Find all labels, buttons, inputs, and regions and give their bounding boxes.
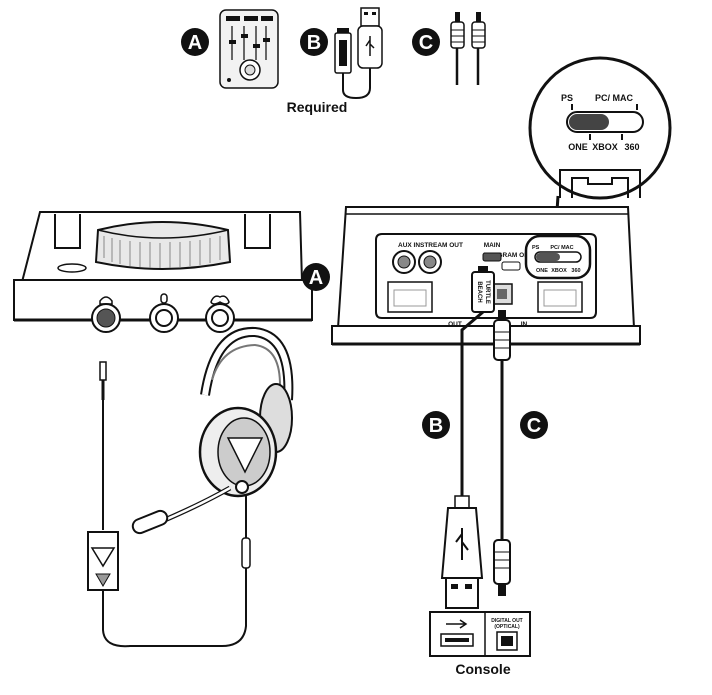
port-label-out: OUT <box>448 321 462 328</box>
badge-a-amp: A <box>302 263 330 291</box>
optical-cable-c <box>493 310 511 596</box>
svg-text:C: C <box>419 32 433 54</box>
program-usb-port-icon <box>501 261 521 271</box>
usb-cable-b: TURTLE BEACH <box>440 266 495 609</box>
badge-b-cable: B <box>422 411 450 439</box>
amplifier-controller-icon <box>219 9 279 89</box>
switch-label-one: ONE <box>536 268 548 274</box>
port-label-program-only: PROGRAM ONLY <box>483 252 537 259</box>
badge-c-cable: C <box>520 411 548 439</box>
headphone-jack-icon <box>91 296 121 333</box>
badge-a-required: A <box>181 28 209 56</box>
optical-port-icon <box>491 283 513 305</box>
out-port-icon <box>387 281 433 313</box>
stream-out-jack-icon <box>418 250 442 274</box>
optical-cable-icon <box>450 12 486 85</box>
gamepad-jack-icon <box>205 295 235 333</box>
platform-switch[interactable]: PS PC/ MAC ONE XBOX 360 <box>524 234 592 280</box>
svg-text:B: B <box>307 32 321 54</box>
usb-micro-cable-icon <box>334 7 383 100</box>
microphone-jack-icon <box>149 293 179 333</box>
console-digital-out-label: DIGITAL OUT <box>491 618 522 624</box>
zoom-label-xbox: XBOX <box>592 142 618 152</box>
svg-text:A: A <box>309 267 323 289</box>
zoom-label-one: ONE <box>568 142 588 152</box>
headset-cable <box>87 361 251 648</box>
badge-b-required: B <box>300 28 328 56</box>
port-label-aux-in: AUX IN <box>398 242 420 249</box>
headset-icon <box>131 326 294 535</box>
console-usb-port-icon <box>440 619 474 647</box>
port-label-stream-out: STREAM OUT <box>420 242 463 249</box>
console-optical-port-icon <box>496 631 518 651</box>
zoom-label-pc-mac: PC/ MAC <box>595 93 634 103</box>
port-label-main: MAIN <box>484 242 501 249</box>
main-usb-port-icon <box>482 252 502 262</box>
brand-line-2: BEACH <box>476 281 482 302</box>
console-optical-label: (OPTICAL) <box>494 624 520 630</box>
svg-text:A: A <box>188 32 202 54</box>
badge-c-required: C <box>412 28 440 56</box>
console-panel: DIGITAL OUT (OPTICAL) <box>429 611 531 657</box>
switch-label-xbox: XBOX <box>551 268 567 274</box>
switch-zoom-callout: PS PC/ MAC ONE XBOX 360 <box>528 56 672 200</box>
console-label: Console <box>455 661 510 677</box>
amp-front-view <box>13 211 313 333</box>
brand-line-1: TURTLE <box>484 280 490 304</box>
aux-in-jack-icon <box>392 250 416 274</box>
switch-label-360: 360 <box>571 268 580 274</box>
svg-text:B: B <box>429 415 443 437</box>
required-label: Required <box>287 99 348 115</box>
volume-knob-icon <box>94 221 232 270</box>
switch-label-pc-mac: PC/ MAC <box>550 245 573 251</box>
in-port-icon <box>537 281 583 313</box>
zoom-label-ps: PS <box>561 93 573 103</box>
switch-label-ps: PS <box>532 245 540 251</box>
required-section: A B <box>181 7 486 115</box>
port-label-in: IN <box>521 321 528 328</box>
svg-text:C: C <box>527 415 541 437</box>
zoom-label-360: 360 <box>624 142 639 152</box>
